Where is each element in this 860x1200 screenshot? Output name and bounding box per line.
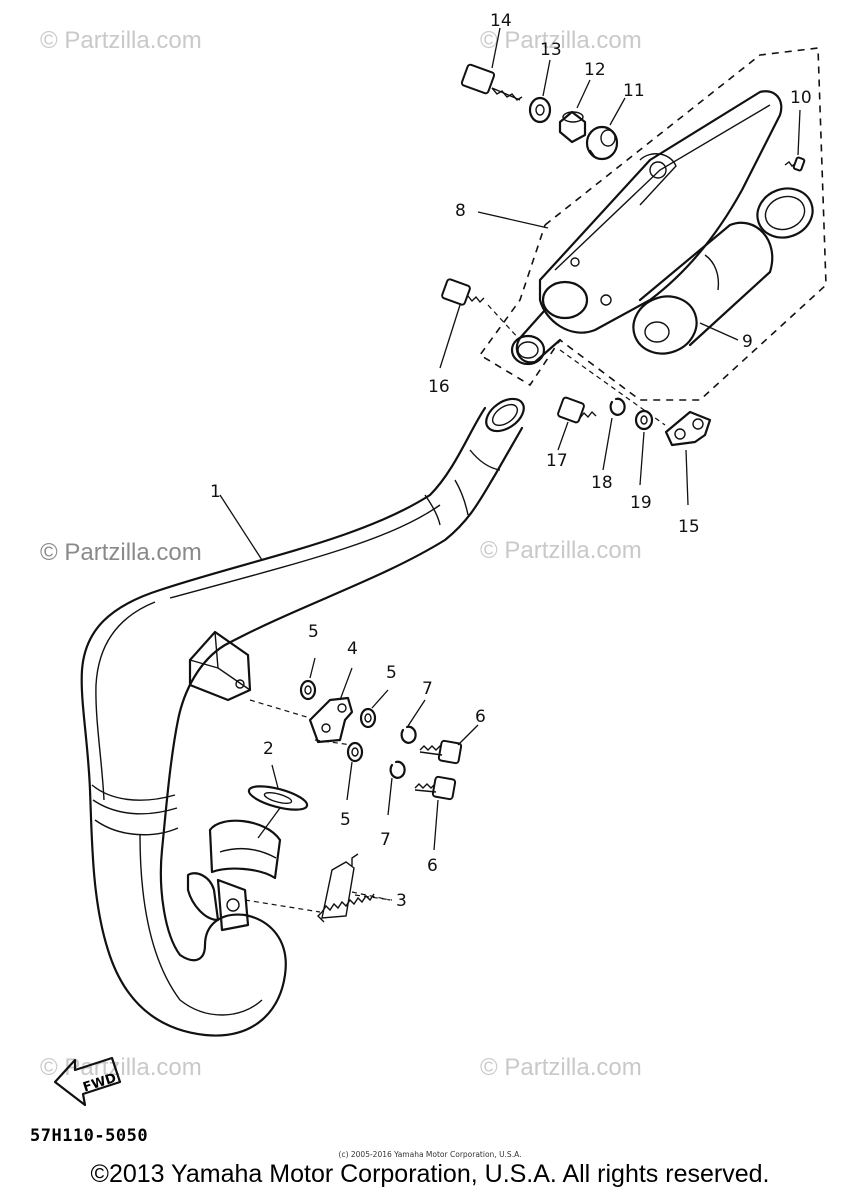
part-grommet [585, 97, 626, 161]
part-stay [559, 349, 712, 506]
part-exhaust-pipe [80, 397, 525, 1037]
assembly-outline [478, 47, 827, 401]
callout-17: 17 [546, 451, 568, 471]
part-collar [558, 79, 591, 144]
callout-5: 5 [386, 663, 397, 683]
callout-12: 12 [584, 60, 606, 80]
part-gasket [247, 764, 309, 839]
small-copyright: (c) 2005-2016 Yamaha Motor Corporation, … [338, 1150, 522, 1159]
watermark: © Partzilla.com [40, 27, 202, 54]
callout-7: 7 [380, 830, 391, 850]
callout-3: 3 [396, 891, 407, 911]
copyright-notice: ©2013 Yamaha Motor Corporation, U.S.A. A… [90, 1160, 770, 1188]
callout-6: 6 [475, 707, 486, 727]
callout-5: 5 [308, 622, 319, 642]
diagram-code: 57H110-5050 [30, 1126, 149, 1146]
callout-18: 18 [591, 473, 613, 493]
callout-9: 9 [742, 332, 753, 352]
callout-6: 6 [427, 856, 438, 876]
leader-line [354, 894, 393, 901]
callout-19: 19 [630, 493, 652, 513]
callout-1: 1 [210, 482, 221, 502]
callout-16: 16 [428, 377, 450, 397]
part-silencer [477, 90, 783, 366]
leader-line [219, 494, 263, 561]
watermark: © Partzilla.com [40, 539, 202, 566]
part-washer-19 [634, 409, 654, 486]
part-washer-flat [528, 59, 552, 124]
watermark: © Partzilla.com [480, 1054, 642, 1081]
part-screw [784, 109, 806, 172]
part-washer [299, 657, 389, 801]
part-bolt-flange [460, 27, 523, 101]
part-spring [244, 853, 391, 923]
callout-2: 2 [263, 739, 274, 759]
watermark: © Partzilla.com [480, 537, 642, 564]
callout-15: 15 [678, 517, 700, 537]
callout-7: 7 [422, 679, 433, 699]
callout-10: 10 [790, 88, 812, 108]
callout-14: 14 [490, 11, 512, 31]
callout-13: 13 [540, 40, 562, 60]
part-bracket [249, 667, 354, 746]
callout-11: 11 [623, 81, 645, 101]
callout-8: 8 [455, 201, 466, 221]
part-bolt-16 [439, 278, 521, 369]
part-bolt [414, 724, 479, 851]
watermark: © Partzilla.com [480, 27, 642, 54]
callout-labels: 14 13 12 11 10 8 9 16 17 18 19 15 1 5 4 … [210, 11, 812, 911]
part-lock-washer-18 [602, 397, 626, 471]
callout-4: 4 [347, 639, 358, 659]
callout-5: 5 [340, 810, 351, 830]
part-lock-washer [387, 699, 426, 816]
part-insulator [632, 187, 814, 355]
part-bolt-17 [557, 396, 597, 451]
watermark: © Partzilla.com [40, 1054, 202, 1081]
